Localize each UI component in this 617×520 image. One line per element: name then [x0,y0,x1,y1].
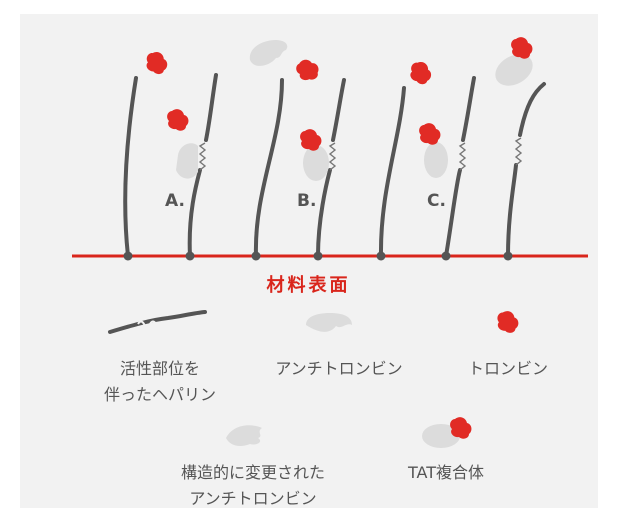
thrombin [419,123,441,145]
antithrombin-shape [176,143,198,179]
legend-heparin-label: 活性部位を 伴ったヘパリン [103,359,216,404]
heparin-chain [461,76,476,142]
antithrombin-shape [303,145,329,181]
heparin-chain [204,73,218,142]
heparin-chain [253,78,284,258]
legend-thrombin-icon [496,310,520,334]
thrombin [167,109,189,131]
thrombin [407,59,434,87]
active-site [198,142,207,171]
diagram-panel [20,14,598,508]
panel-label-c: C. [427,191,446,211]
legend-tat-complex-label: TAT複合体 [407,463,484,482]
antithrombin-shape [249,40,288,66]
anchor-points [123,251,513,261]
antithrombin-shape [495,54,533,86]
thrombin [294,56,322,84]
thrombin [144,50,170,76]
legend-thrombin-label: トロンビン [467,359,548,378]
thrombin-molecules [144,37,533,151]
thrombin [511,37,533,59]
heparin-chain [506,163,518,258]
thrombin [300,129,322,151]
heparin-chain [378,86,406,258]
antithrombin-shape [424,142,448,178]
panel-label-b: B. [297,191,317,211]
legend-tat-complex-icon [422,417,472,448]
legend-heparin-icon [108,310,207,334]
heparin-chain [444,168,462,258]
antithrombin-shapes [176,40,533,181]
active-site [328,142,337,171]
panel-label-a: A. [165,191,185,211]
heparin-chain [187,168,202,258]
heparin-chains [123,73,546,258]
legend-active-site [137,320,163,328]
material-surface-label: 材料表面 [266,275,351,296]
active-site [458,142,467,171]
legend-antithrombin-label: アンチトロンビン [275,359,403,378]
active-sites [198,137,523,171]
legend-antithrombin-icon [306,313,352,332]
heparin-chain [331,78,346,142]
legend-modified-antithrombin-icon [226,425,262,446]
heparin-chain [518,82,546,137]
heparin-chain [123,76,138,258]
legend-modified-antithrombin-label: 構造的に変更された アンチトロンビン [180,463,325,508]
active-site [514,137,523,166]
heparin-chain [316,168,332,258]
